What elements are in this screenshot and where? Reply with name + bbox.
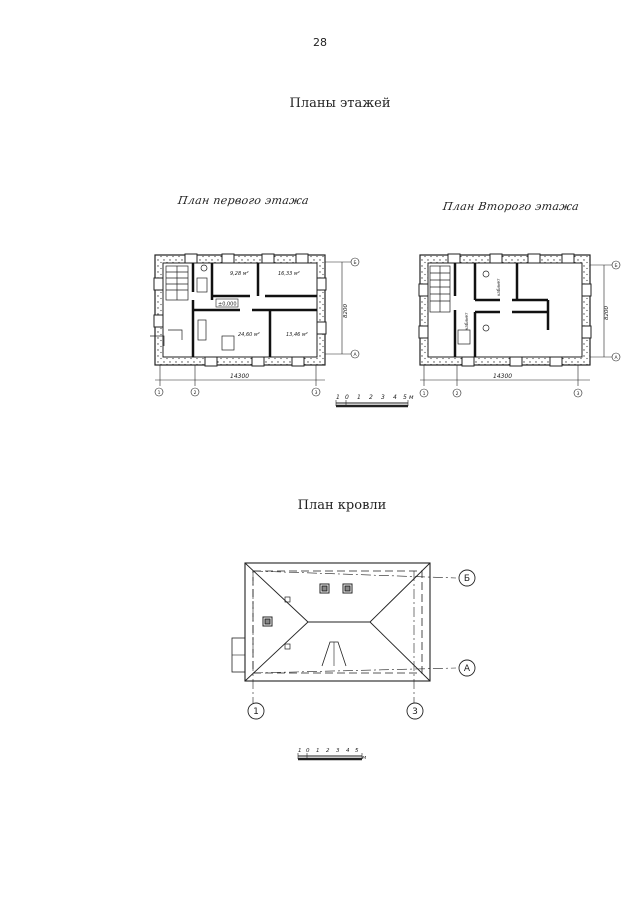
plan1-room-4: 13,46 м² (286, 332, 308, 338)
plan2-axis-A: А (614, 355, 618, 361)
scale1-unit: м (409, 394, 414, 401)
plan2-vertical-label-1: кабинет (496, 278, 501, 296)
plan1-room-1: 9,28 м² (230, 271, 249, 277)
roof-axis-3: 3 (412, 707, 418, 717)
scale2-tick-0: 1 (298, 748, 302, 754)
scale2-unit: м (362, 755, 366, 761)
plan2-axis-2: 2 (456, 391, 459, 397)
roof-axis-B: Б (464, 574, 470, 584)
page-title: Планы этажей (289, 96, 391, 111)
scale2-tick-1: 0 (306, 748, 310, 754)
roof-chimneys (262, 583, 353, 650)
plan2-vertical-label-2: кабинет (464, 312, 469, 330)
plan1-level: ±0,000 (218, 302, 237, 308)
scale2-tick-4: 3 (336, 748, 340, 754)
scale1-tick-1: 0 (345, 394, 349, 401)
scale1-tick-4: 3 (381, 394, 385, 401)
scale1-tick-6: 5 (403, 394, 407, 401)
scale1-tick-0: 1 (336, 394, 340, 401)
plan1-axis-B: Б (353, 260, 356, 266)
plan2-side-dimension: 8200 (604, 306, 610, 320)
plan2-axis-1: 1 (423, 391, 426, 397)
plan2-axis-B: Б (614, 263, 617, 269)
plan2-axis-3: 3 (577, 391, 580, 397)
plan1-dimension: 14300 (230, 373, 249, 380)
plan1-axis-A: А (353, 352, 357, 358)
roof-plan (231, 562, 476, 720)
roof-plan-title: План кровли (297, 498, 387, 513)
plan1-axis-2: 2 (194, 390, 197, 396)
scale1-tick-3: 2 (369, 394, 373, 401)
scale1-tick-2: 1 (357, 394, 361, 401)
scale1-tick-5: 4 (393, 394, 397, 401)
roof-axis-A: А (464, 664, 471, 674)
first-floor-plan: ±0,000 9,28 м² 16,33 м² 24,60 м² 13,46 м… (150, 253, 360, 397)
plan1-stair (165, 265, 189, 301)
plan1-axis-markers (154, 257, 360, 397)
plan1-axis-1: 1 (158, 390, 161, 396)
plan1-side-dimension: 8200 (343, 304, 349, 318)
page-number: 28 (313, 36, 327, 49)
second-floor-plan: кабинет кабинет 14300 1 2 3 А Б 8200 (418, 253, 621, 398)
scale2-tick-6: 5 (355, 748, 359, 754)
plan1-axis-3: 3 (315, 390, 318, 396)
plan1-room-3: 24,60 м² (238, 332, 260, 338)
plan1-room-2: 16,33 м² (278, 271, 300, 277)
plan2-dimension: 14300 (493, 373, 512, 380)
scale-bar-1 (335, 400, 409, 408)
scale2-tick-3: 2 (326, 748, 330, 754)
roof-axis-1: 1 (253, 707, 259, 717)
scale2-tick-2: 1 (316, 748, 320, 754)
roof-outline (244, 562, 431, 682)
scale-bar-2 (297, 753, 363, 761)
scale2-tick-5: 4 (346, 748, 350, 754)
